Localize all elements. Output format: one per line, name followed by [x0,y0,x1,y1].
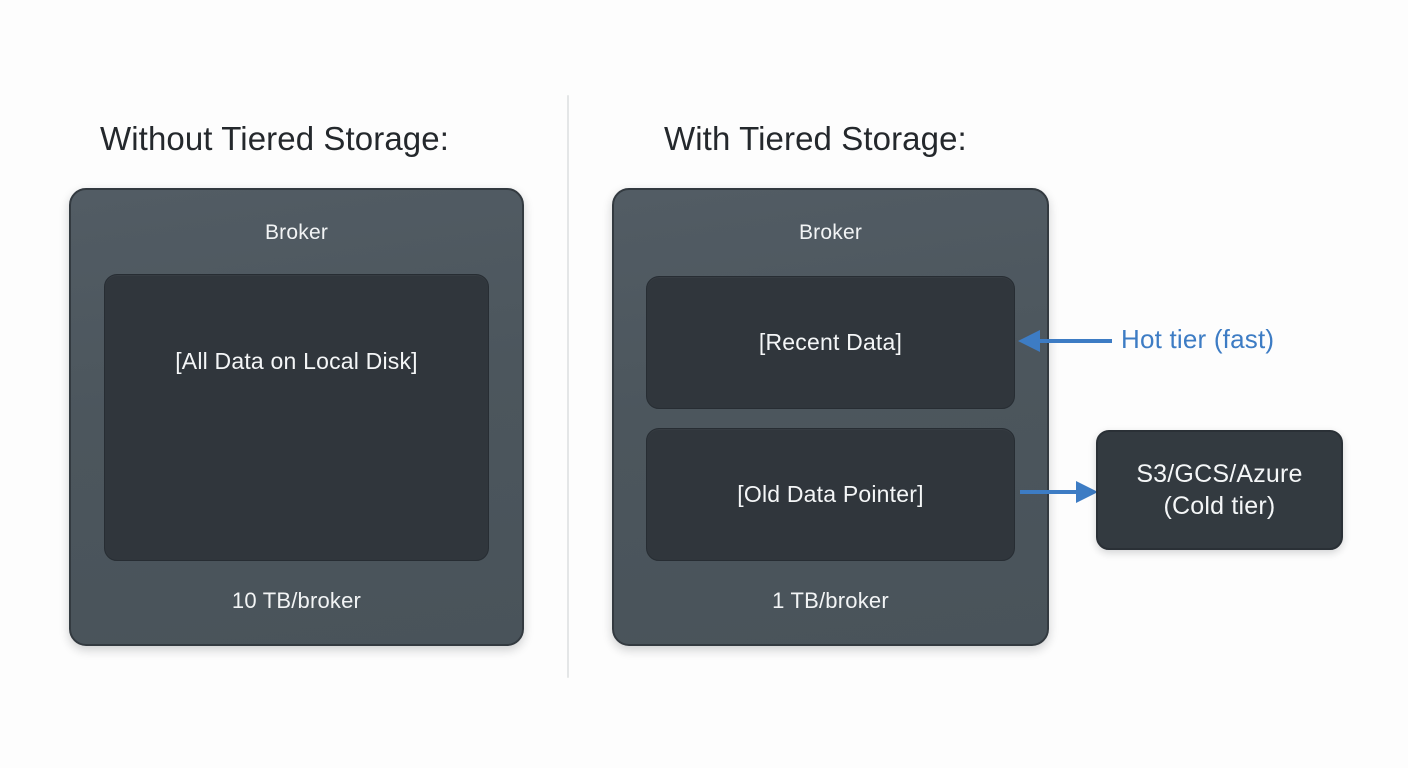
hot-tier-label: Hot tier (fast) [1121,324,1275,354]
hot-tier-arrow-icon [1018,330,1112,352]
cold-tier-arrow-icon [1020,481,1098,503]
cold-tier-storage-box: S3/GCS/Azure (Cold tier) [1096,430,1343,550]
broker-card-without-tiering: Broker [All Data on Local Disk] 10 TB/br… [69,188,524,646]
broker-capacity-footer-wrap: 1 TB/broker [614,590,1047,613]
broker-card-with-tiering: Broker [Recent Data] [Old Data Pointer] … [612,188,1049,646]
panel-all-data-on-local-disk: [All Data on Local Disk] [104,274,489,561]
panel-recent-data: [Recent Data] [646,276,1015,409]
panel-label: [All Data on Local Disk] [175,348,418,374]
broker-title: Broker [264,221,329,244]
broker-capacity-footer: 1 TB/broker [772,588,889,613]
column-divider [567,95,569,678]
broker-capacity-footer-wrap: 10 TB/broker [71,590,522,613]
panel-old-data-pointer: [Old Data Pointer] [646,428,1015,561]
panel-label: [Old Data Pointer] [737,481,924,507]
cold-tier-providers-label: S3/GCS/Azure [1136,460,1303,488]
panel-label: [Recent Data] [758,329,903,355]
broker-title: Broker [798,221,863,244]
left-column-heading: Without Tiered Storage: [100,120,449,157]
cold-tier-sublabel: (Cold tier) [1163,492,1276,520]
broker-capacity-footer: 10 TB/broker [231,588,362,613]
right-column-heading: With Tiered Storage: [664,120,967,157]
